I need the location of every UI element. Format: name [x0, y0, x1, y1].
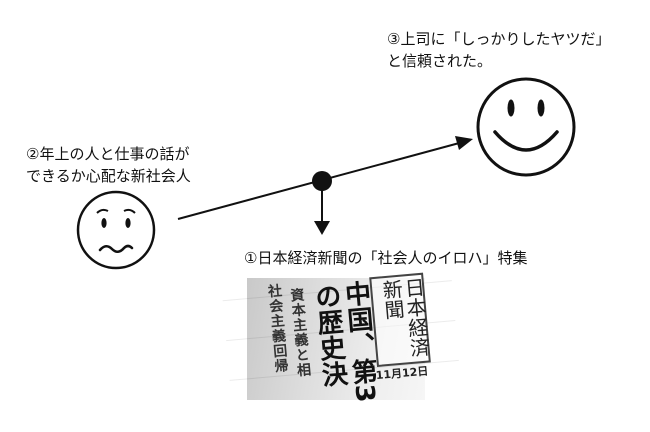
diagram-canvas: ②年上の人と仕事の話が できるか心配な新社会人 ③上司に「しっかりしたヤツだ」 …: [26, 28, 611, 404]
caption-step2: ②年上の人と仕事の話が できるか心配な新社会人: [26, 143, 191, 187]
worried-face-icon: [76, 190, 156, 270]
caption-step3-line1: ③上司に「しっかりしたヤツだ」: [387, 30, 611, 48]
arrow-head-icon: [455, 136, 473, 150]
newspaper-masthead: 日本経済新聞: [369, 272, 432, 368]
caption-step3-line2: と信頼された。: [387, 52, 493, 70]
caption-step2-line2: できるか心配な新社会人: [26, 167, 191, 185]
caption-step1-line1: ①日本経済新聞の「社会人のイロハ」特集: [244, 249, 528, 267]
newspaper-masthead-text: 日本経済新聞: [378, 276, 432, 359]
newspaper-photo: 社会主義回帰 資本主義と相 中国、第3の歴史決 日本経済新聞 11月12日: [222, 272, 459, 404]
caption-step2-line1: ②年上の人と仕事の話が: [26, 145, 190, 163]
newspaper-page: 社会主義回帰 資本主義と相 中国、第3の歴史決 日本経済新聞 11月12日: [221, 260, 463, 429]
newspaper-date: 11月12日: [375, 364, 429, 383]
diagram-drawing: [76, 77, 576, 270]
arrow-down-icon: [314, 221, 330, 235]
smiley-face-icon: [476, 77, 576, 177]
caption-step1: ①日本経済新聞の「社会人のイロハ」特集: [244, 247, 527, 269]
caption-step3: ③上司に「しっかりしたヤツだ」 と信頼された。: [387, 28, 610, 72]
junction-dot-icon: [312, 171, 332, 191]
